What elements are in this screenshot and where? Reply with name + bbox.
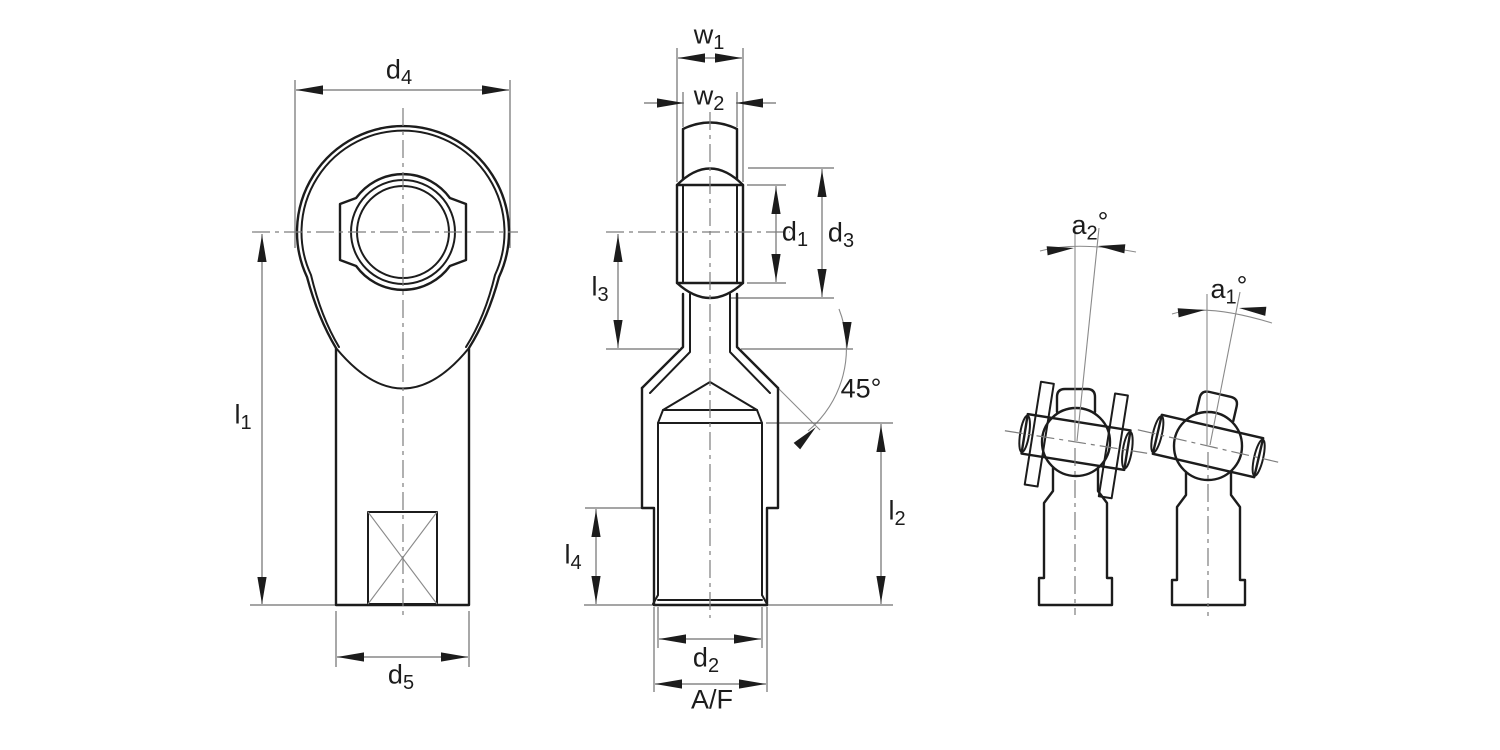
dim-d1: [747, 184, 786, 284]
dim-w2: [644, 92, 776, 127]
label-l3: l3: [591, 271, 608, 305]
label-l2-base: l: [888, 495, 895, 526]
centerlines: [252, 108, 790, 618]
dim-a2: [1039, 227, 1137, 442]
label-l2: l2: [888, 495, 905, 529]
label-l4: l4: [564, 539, 581, 573]
label-l3-base: l: [591, 271, 598, 302]
dim-w1: [676, 48, 744, 182]
label-d3: d3: [827, 217, 854, 251]
misalignment-view-a1: [1137, 291, 1279, 616]
a2-washers: [1023, 380, 1129, 500]
label-l3-sub: 3: [597, 284, 609, 307]
label-w2: w2: [693, 80, 725, 114]
label-a2-degree: °: [1097, 206, 1109, 237]
label-d1-sub: 1: [796, 229, 809, 252]
dim-d2: [657, 607, 763, 648]
label-d5-base: d: [387, 659, 403, 690]
front-head-inner-contour: [300, 129, 506, 348]
dim-d3: [730, 167, 834, 299]
label-d4-sub: 4: [400, 67, 413, 90]
label-d5: d5: [387, 659, 414, 693]
a2-body: [1037, 466, 1114, 607]
dim-l3: [606, 234, 853, 350]
label-a2-sub: 2: [1086, 222, 1098, 245]
label-l1-sub: 1: [240, 412, 252, 435]
misalignment-view-a2: [1004, 227, 1148, 615]
label-d2: d2: [692, 642, 719, 676]
label-w2-sub: 2: [713, 93, 725, 116]
label-w1: w1: [693, 19, 725, 53]
a2-shaft: [1004, 412, 1148, 472]
a1-shaft: [1137, 413, 1279, 479]
label-d4: d4: [385, 54, 412, 88]
label-af: A/F: [690, 684, 734, 715]
label-d3-sub: 3: [842, 230, 855, 253]
label-a2: a2°: [1071, 206, 1109, 243]
label-w1-base: w: [693, 19, 714, 50]
side-threaded-bore: [652, 381, 768, 605]
dim-l1: [250, 234, 338, 606]
side-neck: [640, 292, 780, 394]
label-45deg: 45°: [840, 373, 882, 404]
label-l4-sub: 4: [570, 552, 582, 575]
dim-d5: [335, 611, 470, 667]
label-l2-sub: 2: [894, 508, 906, 531]
front-head-and-shank-outline: [295, 124, 511, 607]
label-a1: a1°: [1210, 270, 1248, 307]
front-view: [295, 124, 511, 607]
front-race-outer-ring: [338, 172, 468, 292]
dim-l4: [585, 507, 645, 604]
label-d1-base: d: [781, 216, 797, 247]
label-w2-base: w: [693, 80, 714, 111]
label-d4-base: d: [385, 54, 401, 85]
label-45deg-text: 45°: [840, 373, 882, 404]
dim-a1: [1171, 291, 1273, 446]
label-af-text: A/F: [690, 684, 734, 715]
label-a1-sub: 1: [1225, 286, 1237, 309]
dim-l2: [766, 422, 893, 604]
label-l1: l1: [234, 399, 251, 433]
label-d5-sub: 5: [402, 672, 415, 695]
label-l1-base: l: [234, 399, 241, 430]
label-d2-base: d: [692, 642, 708, 673]
label-d2-sub: 2: [707, 655, 720, 678]
label-a2-base: a: [1071, 210, 1087, 241]
label-a1-degree: °: [1236, 270, 1248, 301]
a2-ring-cap: [1055, 387, 1097, 414]
a1-ball: [1172, 410, 1244, 482]
label-w1-sub: 1: [713, 32, 725, 55]
a2-ball: [1040, 406, 1112, 478]
label-d1: d1: [781, 216, 808, 250]
dim-d4: [294, 80, 511, 248]
label-a1-base: a: [1210, 274, 1226, 305]
label-l4-base: l: [564, 539, 571, 570]
label-d3-base: d: [827, 217, 843, 248]
dim-af: [653, 607, 768, 692]
